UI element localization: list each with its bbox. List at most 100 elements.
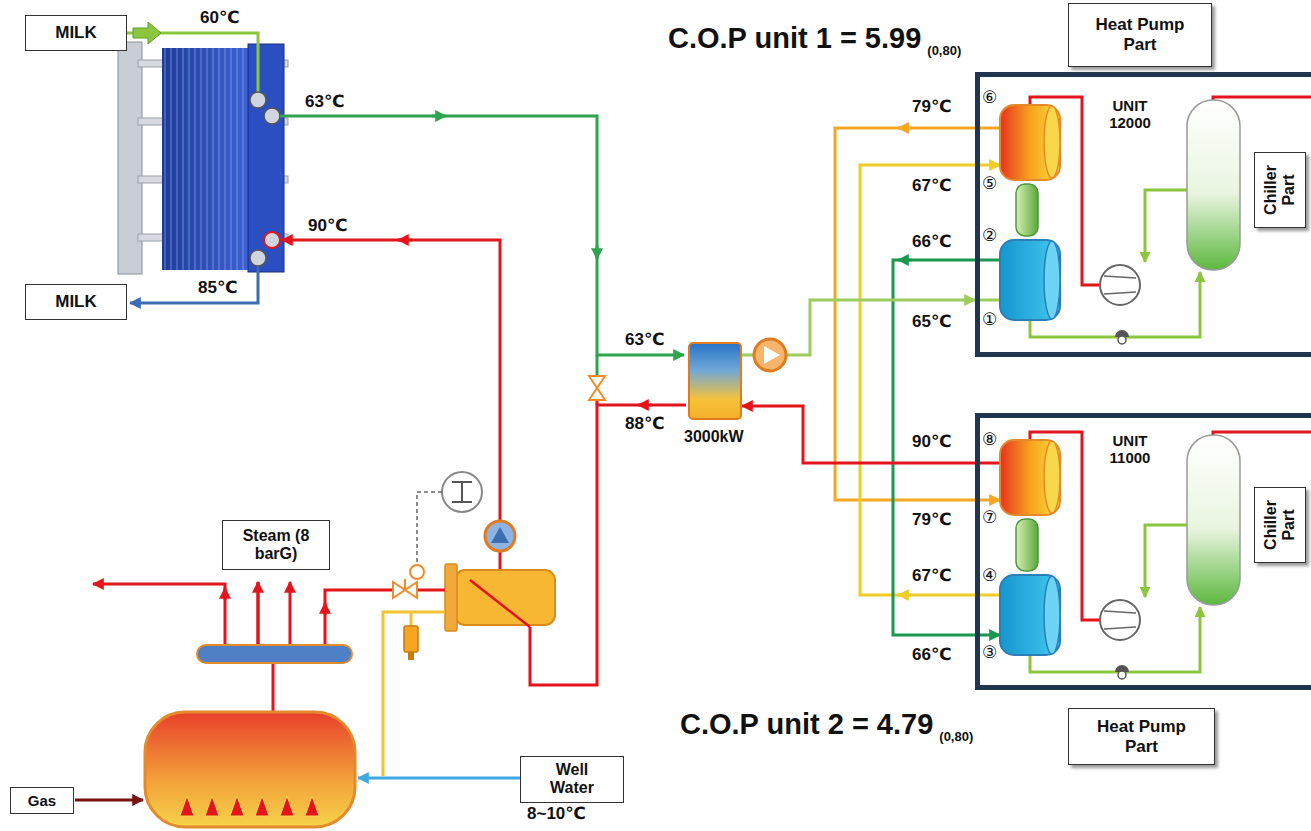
temperature-label: 66℃	[912, 232, 952, 252]
steam-system	[408, 652, 414, 660]
milk-outlet-box: MILK	[25, 284, 127, 320]
heat-pump-label-box-text: Heat Pump Part	[1087, 717, 1197, 756]
milk-pipes	[264, 232, 280, 248]
boiler	[358, 777, 520, 780]
plate-heat-exchanger	[118, 42, 288, 274]
milk-pipes	[133, 22, 161, 44]
heat-pump-unit-frame: UNIT 11000Chiller Part	[975, 413, 1311, 690]
buffer-tank: 3000kW	[688, 342, 742, 420]
callout-number: ③	[982, 643, 997, 663]
milk-inlet-box: MILK	[25, 15, 127, 51]
temperature-label: 79℃	[912, 510, 952, 530]
callout-number: ⑥	[982, 88, 997, 108]
milk-inlet-box-text: MILK	[55, 23, 97, 43]
steam-system	[325, 590, 445, 645]
steam-system	[405, 582, 417, 598]
heat-pump-water-pipes	[893, 260, 1000, 635]
milk-pipes	[250, 92, 266, 108]
steam-water-heater	[417, 472, 555, 631]
temperature-label: 67℃	[912, 566, 952, 586]
heat-pump-label-box: Heat Pump Part	[1068, 708, 1215, 765]
gas-inlet-box-text: Gas	[28, 792, 56, 809]
hot-water-return-pipe	[742, 406, 975, 463]
steam-water-heater	[485, 521, 515, 551]
steam-system	[224, 588, 227, 600]
boiler	[75, 799, 143, 802]
temperature-label: 85℃	[198, 278, 238, 298]
cop-value: C.O.P unit 1 = 5.99	[668, 22, 921, 55]
chiller-label-box-text: Chiller Part	[1262, 495, 1299, 555]
steam-system	[324, 603, 327, 615]
callout-number: ②	[982, 226, 997, 246]
temperature-label: 79℃	[912, 97, 952, 117]
well-water-box-text: Well Water	[537, 761, 607, 798]
boiler	[75, 712, 520, 827]
steam-system	[257, 582, 260, 645]
steam-system	[410, 565, 424, 579]
steam-water-heater	[445, 564, 457, 631]
temperature-label: 63℃	[625, 330, 665, 350]
hot-water-loop	[596, 245, 599, 259]
hot-water-loop	[398, 239, 412, 242]
milk-pipes	[127, 22, 280, 303]
heat-pump-unit-internals	[978, 97, 1311, 344]
hot-water-loop	[589, 388, 605, 400]
buffer-tank-text: 3000kW	[684, 428, 744, 446]
temperature-label: 63℃	[305, 92, 345, 112]
boiler	[145, 712, 355, 827]
hot-water-loop	[530, 405, 686, 685]
hot-water-loop	[638, 404, 652, 407]
steam-header-box-text: Steam (8 barG)	[233, 527, 319, 564]
heat-pump-unit-frame-text: UNIT 11000	[1098, 433, 1162, 466]
boiler	[180, 796, 319, 816]
steam-water-heater	[442, 472, 482, 512]
heat-pump-label-box-text: Heat Pump Part	[1085, 15, 1195, 54]
heat-pump-water-pipes	[898, 127, 912, 130]
steam-header-box: Steam (8 barG)	[222, 520, 330, 570]
heat-pump-label-box: Heat Pump Part	[1068, 3, 1212, 67]
steam-system	[410, 612, 413, 626]
steam-water-heater	[491, 527, 509, 543]
heat-pump-water-pipes	[898, 259, 912, 262]
callout-number: ④	[982, 566, 997, 586]
callout-number: ⑦	[982, 508, 997, 528]
temperature-label: 88℃	[625, 414, 665, 434]
cop-condition: (0,80)	[927, 44, 961, 59]
heat-pump-unit-frame-text: UNIT 12000	[1098, 98, 1162, 131]
steam-water-heater	[452, 482, 472, 502]
milk-pipes	[250, 250, 266, 266]
temperature-label: 67℃	[912, 176, 952, 196]
callout-number: ⑧	[982, 430, 997, 450]
steam-system	[197, 645, 352, 663]
temperature-label: 65℃	[912, 312, 952, 332]
steam-system	[383, 612, 445, 776]
milk-pipes	[264, 108, 280, 124]
milk-outlet-box-text: MILK	[55, 292, 97, 312]
temperature-label: 60℃	[200, 8, 240, 28]
temperature-label: 90℃	[308, 216, 348, 236]
heat-pump-water-pipes	[978, 462, 1000, 465]
steam-water-heater	[470, 580, 530, 627]
gas-inlet-box: Gas	[10, 787, 74, 814]
plate-heat-exchanger	[162, 48, 250, 270]
steam-system	[258, 582, 290, 645]
chiller-label-box: Chiller Part	[1254, 487, 1306, 563]
well-water-box: Well Water	[520, 756, 624, 803]
circulation-pump	[754, 339, 786, 371]
chiller-label-box-text: Chiller Part	[1262, 160, 1299, 220]
steam-system	[404, 626, 418, 652]
heat-pump-water-pipes	[978, 299, 1000, 302]
cop-value: C.O.P unit 2 = 4.79	[680, 708, 933, 741]
steam-system	[404, 579, 406, 590]
steam-water-heater	[455, 570, 555, 625]
callout-number: ⑤	[982, 174, 997, 194]
chiller-label-box: Chiller Part	[1254, 152, 1306, 228]
heat-pump-water-pipes	[898, 594, 912, 597]
heat-pump-unit-internals	[978, 432, 1311, 679]
steam-system	[93, 584, 225, 645]
hot-water-loop	[596, 355, 599, 376]
steam-system	[272, 663, 275, 712]
hot-water-loop	[432, 115, 446, 118]
steam-water-heater	[417, 492, 442, 565]
hot-water-loop	[280, 116, 686, 685]
